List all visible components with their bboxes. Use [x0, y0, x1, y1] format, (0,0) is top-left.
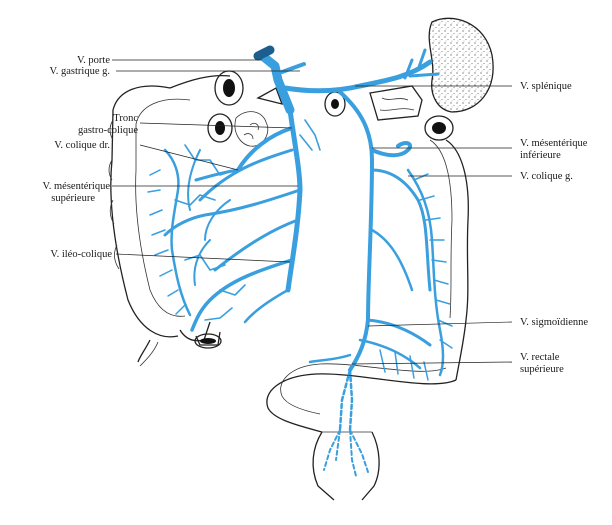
left-colic-vein: [370, 141, 413, 158]
colon-outline: [108, 70, 469, 501]
gastrocolic-trunk: [236, 126, 294, 172]
label-v-ileo-colique: V. iléo-colique: [50, 249, 112, 260]
label-v-rectale: V. rectale: [520, 352, 560, 363]
label-v-porte: V. porte: [77, 55, 110, 66]
label-v-splenique: V. splénique: [520, 81, 572, 92]
label-v-sigmoidienne: V. sigmoïdienne: [520, 317, 588, 328]
label-v-mesenterique-inf: V. mésentérique: [520, 138, 588, 149]
label-v-gastrique-g: V. gastrique g.: [50, 66, 110, 77]
label-v-rectale-superieure: supérieure: [520, 364, 564, 375]
leader-lines: [112, 59, 513, 365]
ileocolic-vein: [190, 258, 294, 332]
vein-network: [147, 45, 453, 477]
portal-vein: [260, 53, 295, 115]
spleen: [428, 17, 494, 113]
inferior-mesenteric-vein: [338, 90, 374, 372]
portal-vein-cut: [253, 45, 275, 61]
pancreas-fragment: [369, 85, 423, 121]
label-gastro-colique: gastro-colique: [78, 125, 138, 136]
sigmoid-vein: [366, 318, 432, 347]
label-inferieure: inférieure: [520, 150, 561, 161]
label-superieure: supérieure: [51, 193, 95, 204]
label-v-colique-g: V. colique g.: [520, 171, 573, 182]
labels: V. porte V. gastrique g. Tronc gastro-co…: [43, 55, 589, 375]
label-v-mesenterique-sup: V. mésentérique: [43, 181, 111, 192]
superior-mesenteric-vein: [285, 107, 303, 293]
superior-rectal-vein: [338, 368, 354, 432]
label-tronc: Tronc: [113, 113, 138, 124]
label-v-colique-dr: V. colique dr.: [54, 140, 110, 151]
